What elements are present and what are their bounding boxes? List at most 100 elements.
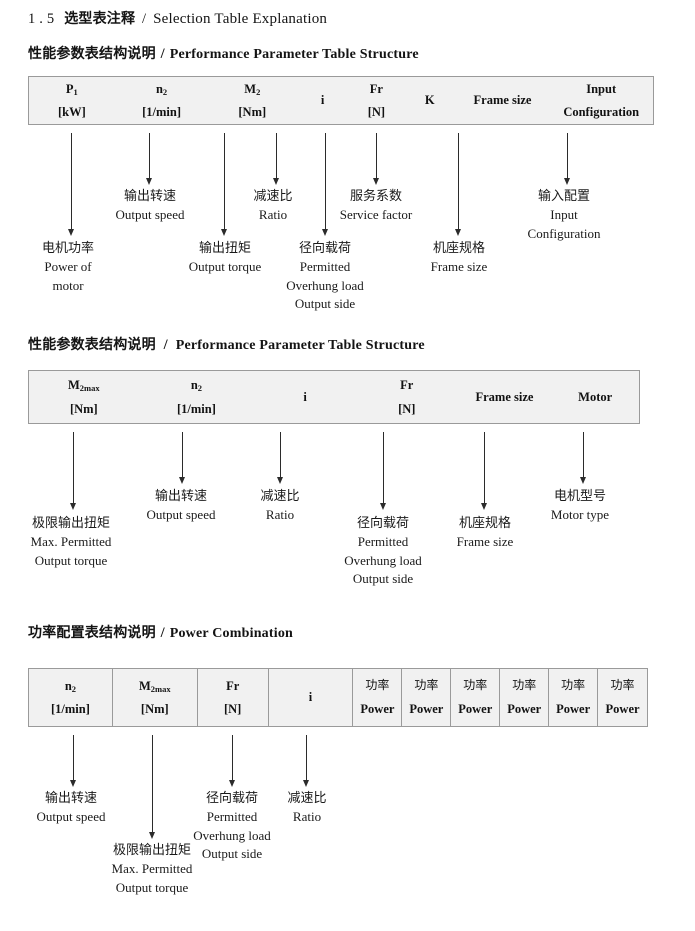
- table3-col-power-3-cn: 功率: [463, 678, 488, 693]
- note-power-of-motor: 电机功率 Power of motor: [16, 240, 120, 295]
- table3-col-fr: Fr [N]: [198, 669, 269, 726]
- note-ratio-2: 减速比 Ratio: [240, 488, 320, 525]
- arrow-service-factor: [372, 133, 381, 185]
- note-output-speed-2-cn: 输出转速: [154, 489, 207, 504]
- note-max-permitted-output-torque: 极限输出扭矩 Max. Permitted Output torque: [14, 515, 128, 570]
- table2-col-motor-symbol: Motor: [578, 389, 613, 404]
- note-output-speed-2: 输出转速 Output speed: [124, 488, 238, 525]
- table1-col-input-configuration: Input Configuration: [549, 77, 653, 124]
- table1-col-fr-symbol: Fr: [369, 81, 383, 96]
- table3-col-i-symbol: i: [308, 690, 313, 705]
- section-title-cn: 选型表注释: [64, 11, 136, 27]
- table1-col-m2: M2 [Nm]: [208, 77, 296, 124]
- table2-col-motor: Motor: [551, 371, 639, 423]
- note-max-permitted-output-torque-3: 极限输出扭矩 Max. Permitted Output torque: [95, 842, 209, 897]
- note-max-permitted-cn: 极限输出扭矩: [31, 516, 110, 531]
- note-service-factor-en: Service factor: [339, 207, 413, 223]
- note-motor-type-en: Motor type: [550, 507, 610, 523]
- note-ratio-2-en: Ratio: [265, 507, 295, 523]
- table1-col-fr: Fr [N]: [349, 77, 404, 124]
- note-output-speed-2-en: Output speed: [146, 507, 216, 523]
- note-frame-size: 机座规格 Frame size: [402, 240, 516, 277]
- page-title: 1 . 5 选型表注释 / Selection Table Explanatio…: [28, 8, 327, 28]
- table3-col-power-6: 功率 Power: [598, 669, 647, 726]
- table3-col-fr-unit: [N]: [223, 702, 242, 716]
- table3-col-power-2-cn: 功率: [414, 678, 439, 693]
- note-frame-size-cn: 机座规格: [432, 241, 485, 256]
- note-permitted-overhung-load-2: 径向载荷 Permitted Overhung load Output side: [326, 515, 440, 589]
- note-permitted-overhung-load-3: 径向载荷 Permitted Overhung load Output side: [175, 790, 289, 864]
- table3-col-power-1: 功率 Power: [353, 669, 403, 726]
- note-ratio: 减速比 Ratio: [233, 188, 313, 225]
- table1-col-frame-size-symbol: Frame size: [473, 93, 532, 108]
- table3-col-power-6-cn: 功率: [610, 678, 635, 693]
- note-power-of-motor-en-2: motor: [52, 277, 84, 293]
- table2-col-m2max: M2max [Nm]: [29, 371, 139, 423]
- note-ratio-en: Ratio: [258, 207, 288, 223]
- note-overhung-load-3-en-1: Permitted: [206, 809, 258, 825]
- table1-col-p1-symbol: P1: [65, 81, 78, 97]
- table2-col-frame-size-symbol: Frame size: [475, 389, 534, 404]
- note-power-of-motor-cn: 电机功率: [41, 241, 94, 256]
- table1-col-n2-symbol: n2: [155, 81, 168, 97]
- note-output-speed-cn: 输出转速: [123, 189, 176, 204]
- table1-col-n2: n2 [1/min]: [115, 77, 209, 124]
- table3-col-power-4-en: Power: [507, 701, 542, 716]
- table3-col-power-5: 功率 Power: [549, 669, 599, 726]
- table2-col-fr-symbol: Fr: [400, 378, 414, 393]
- table3-col-power-2-en: Power: [409, 701, 444, 716]
- title-separator: /: [142, 11, 147, 27]
- note-power-of-motor-en-1: Power of: [44, 259, 92, 275]
- performance-parameter-table-2: M2max [Nm] n2 [1/min] i Fr [N] Frame siz…: [28, 370, 640, 424]
- note-max-permitted-3-en-2: Output torque: [115, 879, 189, 895]
- table1-col-i: i: [296, 77, 349, 124]
- table2-col-n2-unit: [1/min]: [177, 401, 216, 416]
- table2-col-fr: Fr [N]: [356, 371, 458, 423]
- note-overhung-load-en-1: Permitted: [299, 259, 351, 275]
- section-1-heading-cn: 性能参数表结构说明: [28, 46, 156, 62]
- table3-col-power-5-cn: 功率: [561, 678, 586, 693]
- note-overhung-load-2-en-1: Permitted: [357, 534, 409, 550]
- table1-col-n2-unit: [1/min]: [142, 105, 182, 119]
- note-output-speed-3-en: Output speed: [36, 809, 106, 825]
- note-output-speed: 输出转速 Output speed: [93, 188, 207, 225]
- arrow-ratio: [272, 133, 281, 185]
- note-service-factor-cn: 服务系数: [349, 189, 402, 204]
- note-overhung-load-en-2: Overhung load: [286, 277, 364, 293]
- table3-col-power-3-en: Power: [458, 701, 493, 716]
- note-max-permitted-en-1: Max. Permitted: [30, 534, 112, 550]
- arrow-frame-size: [454, 133, 463, 236]
- table2-col-i-symbol: i: [303, 389, 307, 404]
- table3-col-fr-symbol: Fr: [226, 678, 240, 693]
- section-2-heading: 性能参数表结构说明 / Performance Parameter Table …: [28, 334, 425, 354]
- section-2-heading-cn: 性能参数表结构说明: [28, 337, 156, 353]
- note-max-permitted-3-en-1: Max. Permitted: [111, 861, 193, 877]
- note-frame-size-2-cn: 机座规格: [458, 516, 511, 531]
- arrow-output-speed-3: [69, 735, 78, 787]
- table3-col-power-3: 功率 Power: [451, 669, 501, 726]
- section-2-heading-sep: /: [163, 337, 168, 353]
- table1-col-k-symbol: K: [424, 93, 435, 108]
- table3-col-m2max-symbol: M2max: [138, 678, 171, 694]
- note-motor-type-cn: 电机型号: [553, 489, 606, 504]
- section-3-heading-cn: 功率配置表结构说明: [28, 625, 156, 641]
- section-2-heading-en: Performance Parameter Table Structure: [175, 338, 425, 353]
- note-frame-size-2-en: Frame size: [456, 534, 514, 550]
- arrow-output-torque: [220, 133, 229, 236]
- table3-col-power-1-cn: 功率: [365, 678, 390, 693]
- note-output-torque: 输出扭矩 Output torque: [168, 240, 282, 277]
- power-combination-table: n2 [1/min] M2max [Nm] Fr [N] i 功率 Power …: [28, 668, 648, 727]
- note-overhung-load-en-3: Output side: [294, 296, 356, 312]
- table3-col-power-1-en: Power: [360, 701, 395, 716]
- arrow-input-configuration: [563, 133, 572, 185]
- arrow-permitted-overhung-load-3: [228, 735, 237, 787]
- table1-col-m2-symbol: M2: [244, 81, 261, 97]
- note-output-torque-cn: 输出扭矩: [198, 241, 251, 256]
- note-overhung-load-3-en-2: Overhung load: [193, 827, 271, 843]
- section-1-heading: 性能参数表结构说明 / Performance Parameter Table …: [28, 43, 419, 63]
- note-input-configuration-cn: 输入配置: [537, 189, 590, 204]
- table2-col-n2: n2 [1/min]: [139, 371, 255, 423]
- note-ratio-cn: 减速比: [253, 189, 293, 204]
- table1-col-i-symbol: i: [320, 93, 325, 108]
